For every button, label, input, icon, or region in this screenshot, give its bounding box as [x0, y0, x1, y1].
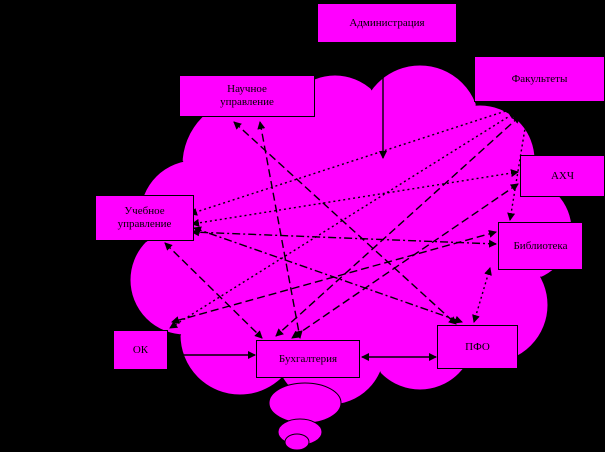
- node-faculties[interactable]: Факультеты: [474, 56, 605, 102]
- node-ok-label: ОК: [132, 343, 149, 356]
- connection-faculties-library: [507, 109, 531, 221]
- node-science[interactable]: Научное управление: [179, 75, 315, 117]
- node-administration-label: Администрация: [349, 16, 425, 29]
- node-ahch[interactable]: АХЧ: [520, 155, 605, 197]
- node-library-label: Библиотека: [513, 239, 568, 252]
- thought-bubble-small: [284, 433, 310, 451]
- node-accounting[interactable]: Бухгалтерия: [256, 340, 360, 378]
- node-ahch-label: АХЧ: [550, 169, 575, 182]
- node-education-label: Учебное управление: [117, 205, 172, 230]
- node-pfo[interactable]: ПФО: [437, 325, 518, 369]
- node-accounting-label: Бухгалтерия: [278, 352, 338, 365]
- node-library[interactable]: Библиотека: [498, 222, 583, 270]
- node-administration[interactable]: Администрация: [317, 3, 457, 43]
- connection-library-education: [191, 228, 497, 248]
- connection-library-ok: [171, 230, 497, 324]
- thought-bubbles: [268, 382, 342, 451]
- node-education[interactable]: Учебное управление: [95, 195, 194, 241]
- connection-library-pfo: [472, 267, 492, 323]
- connection-lines: [164, 44, 531, 361]
- node-faculties-label: Факультеты: [511, 72, 568, 85]
- node-pfo-label: ПФО: [465, 340, 490, 353]
- node-science-label: Научное управление: [220, 83, 274, 108]
- thought-bubble-large: [268, 382, 342, 424]
- connection-faculties-accounting: [275, 115, 521, 337]
- node-ok[interactable]: ОК: [113, 330, 168, 370]
